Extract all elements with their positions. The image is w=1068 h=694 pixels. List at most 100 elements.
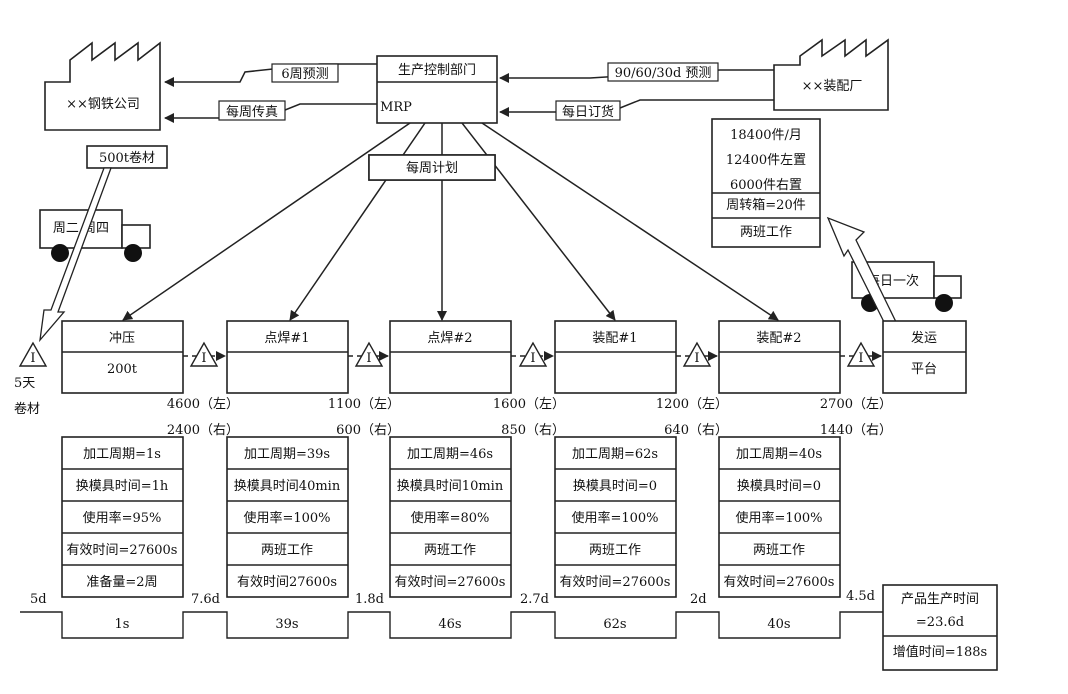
data-3-available: 有效时间=27600s (395, 575, 506, 590)
customer-demand-box (711, 118, 821, 248)
data-1-changeover: 换模具时间=1h (76, 479, 169, 494)
process-time-5: 40s (767, 617, 790, 632)
supplier-material-box (86, 145, 168, 169)
raw-inventory-label: 卷材 (14, 401, 40, 417)
ship-sub: 平台 (911, 362, 937, 377)
inventory-right-5: 1440（右） (820, 423, 892, 438)
data-4-shifts: 两班工作 (589, 543, 641, 558)
customer-order-label: 每日订货 (562, 104, 614, 120)
wait-time-4: 2.7d (520, 592, 549, 607)
supplier-truck-icon (39, 209, 151, 262)
process-row (61, 320, 967, 394)
value-added-time: 增值时间=188s (893, 644, 987, 660)
process-name-2: 点焊#1 (264, 330, 309, 346)
process-shipping (882, 320, 967, 394)
supplier-shipment-arrow (39, 167, 112, 343)
inventory-symbol-5: I (858, 351, 863, 366)
inventory-symbol-2: I (366, 351, 371, 366)
data-box-4 (554, 436, 677, 598)
customer-shipment-arrow (826, 216, 898, 323)
data-1-available: 有效时间=27600s (67, 543, 178, 558)
process-name-4: 装配#1 (592, 331, 637, 346)
ship-name: 发运 (911, 330, 937, 346)
process-time-2: 39s (275, 617, 298, 632)
inventory-symbol-1: I (201, 351, 206, 366)
customer-forecast-label: 90/60/30d 预测 (615, 66, 712, 81)
data-4-uptime: 使用率=100% (571, 510, 658, 526)
demand-left: 12400件左置 (726, 153, 806, 168)
data-2-uptime: 使用率=100% (243, 510, 330, 526)
process-name-3: 点焊#2 (427, 330, 472, 346)
inventory-triangles (189, 341, 876, 367)
inventory-symbol-3: I (530, 351, 535, 366)
timeline (20, 611, 883, 639)
forecast-flow-right (499, 69, 774, 83)
data-1-uptime: 使用率=95% (83, 510, 162, 526)
data-2-changeover: 换模具时间40min (234, 479, 341, 494)
process-time-4: 62s (603, 617, 626, 632)
process-stamping (61, 320, 184, 394)
process-time-1: 1s (115, 617, 130, 632)
wait-time-3: 1.8d (355, 592, 384, 607)
data-5-available: 有效时间=27600s (724, 575, 835, 590)
data-2-shifts: 两班工作 (261, 543, 313, 558)
wait-time-2: 7.6d (191, 592, 220, 607)
wait-time-1: 5d (30, 592, 47, 607)
supplier-name: ××钢铁公司 (66, 97, 140, 112)
raw-inventory-symbol: I (30, 351, 35, 366)
demand-right: 6000件右置 (730, 178, 802, 193)
wait-time-5: 2d (690, 592, 707, 607)
data-box-1 (61, 436, 184, 598)
mrp-label: MRP (380, 100, 412, 115)
process-sub-1: 200t (107, 362, 138, 377)
inventory-left-2: 1100（左） (328, 397, 400, 412)
inventory-icon-2 (354, 341, 384, 367)
data-5-shifts: 两班工作 (753, 543, 805, 558)
inventory-right-4: 640（右） (664, 423, 728, 438)
inventory-icon-1 (189, 341, 219, 367)
data-box-3 (389, 436, 512, 598)
summary-box (882, 584, 998, 671)
process-name-1: 冲压 (109, 331, 135, 346)
data-1-batch: 准备量=2周 (86, 574, 157, 590)
wait-time-6: 4.5d (846, 589, 875, 604)
data-3-shifts: 两班工作 (424, 543, 476, 558)
lead-time-label: 产品生产时间 (901, 592, 979, 607)
data-box-5 (718, 436, 841, 598)
process-time-3: 46s (438, 617, 461, 632)
inventory-left-4: 1200（左） (656, 397, 728, 412)
lead-time-value: =23.6d (916, 615, 964, 630)
weekly-plan-label-top: 每周计划 (406, 160, 458, 176)
supplier-material-label: 500t卷材 (99, 150, 155, 166)
inventory-right-1: 2400（右） (167, 423, 239, 438)
shipping-frequency: 每日一次 (867, 273, 919, 289)
data-2-cycle: 加工周期=39s (244, 447, 330, 462)
demand-container: 周转箱=20件 (726, 197, 805, 213)
production-control-label: 生产控制部门 (398, 63, 476, 78)
data-3-changeover: 换模具时间10min (397, 479, 504, 494)
schedule-arrows (122, 122, 779, 321)
process-assembly-1 (554, 320, 677, 394)
data-5-cycle: 加工周期=40s (736, 447, 822, 462)
data-4-changeover: 换模具时间=0 (573, 479, 657, 494)
data-4-available: 有效时间=27600s (560, 575, 671, 590)
inventory-left-5: 2700（左） (820, 397, 892, 412)
raw-inventory-icon (18, 341, 48, 367)
demand-shifts: 两班工作 (740, 225, 792, 240)
data-box-2 (226, 436, 349, 598)
customer-factory-icon (773, 38, 889, 111)
inventory-left-3: 1600（左） (493, 397, 565, 412)
inventory-right-2: 600（右） (336, 423, 400, 438)
order-flow-right (499, 99, 774, 117)
production-control-box (376, 55, 498, 124)
data-5-uptime: 使用率=100% (735, 510, 822, 526)
customer-name: ××装配厂 (802, 79, 863, 94)
data-1-cycle: 加工周期=1s (83, 447, 161, 462)
process-name-5: 装配#2 (756, 331, 801, 346)
data-5-changeover: 换模具时间=0 (737, 479, 821, 494)
supplier-factory-icon (44, 41, 161, 131)
forecast-flow-left (164, 63, 377, 87)
inventory-right-3: 850（右） (501, 423, 565, 438)
demand-monthly: 18400件/月 (730, 128, 802, 143)
